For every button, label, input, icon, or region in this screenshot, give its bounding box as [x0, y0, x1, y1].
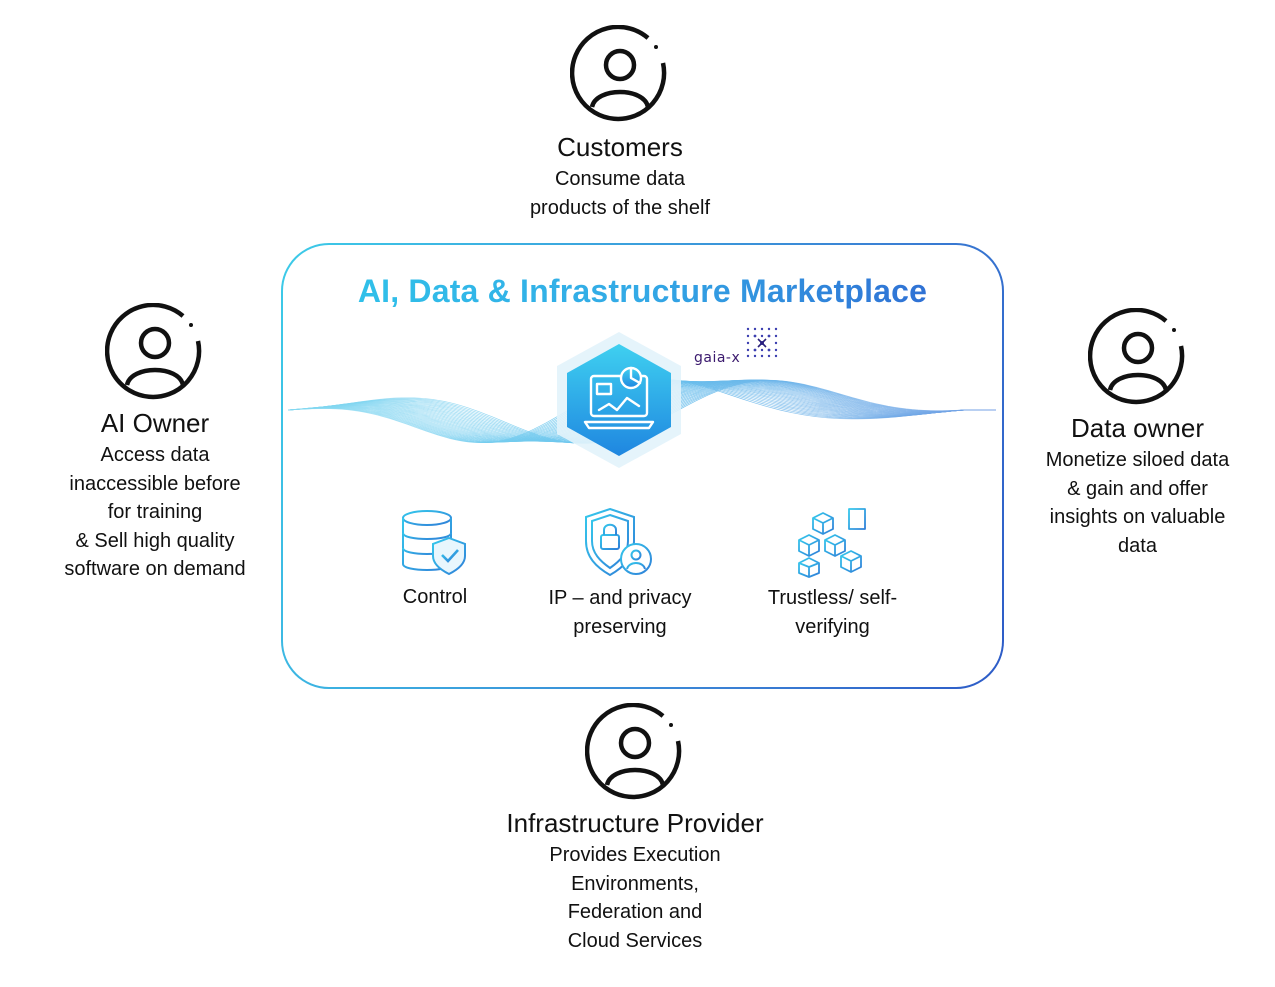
feature-trustless: Trustless/ self- verifying	[740, 505, 925, 642]
marketplace-box: AI, Data & Infrastructure Marketplace	[281, 243, 1004, 689]
database-shield-icon	[402, 510, 466, 576]
actor-title: Infrastructure Provider	[506, 808, 764, 838]
feature-label: IP – and privacy preserving	[548, 587, 692, 638]
actor-description: Provides Execution Environments, Federat…	[549, 844, 721, 952]
shield-lock-user-icon	[585, 507, 652, 577]
gaia-x-logo-icon	[746, 327, 778, 358]
feature-label: Control	[402, 586, 468, 608]
marketplace-hexagon-icon	[557, 332, 681, 468]
actor-infrastructure-provider: Infrastructure Provider Provides Executi…	[470, 703, 800, 955]
actor-title: Customers	[557, 132, 683, 162]
blocks-document-icon	[797, 508, 866, 578]
person-icon	[1087, 308, 1184, 405]
person-icon	[105, 303, 202, 400]
feature-label: Trustless/ self- verifying	[767, 587, 898, 638]
actor-description: Consume data products of the shelf	[529, 168, 711, 219]
gaia-x-logo-text: gaia-x	[694, 350, 741, 366]
actor-data-owner: Data owner Monetize siloed data & gain a…	[1020, 308, 1255, 560]
actor-title: Data owner	[1071, 413, 1204, 443]
feature-control: Control	[380, 508, 490, 612]
marketplace-title: AI, Data & Infrastructure Marketplace	[283, 273, 1002, 310]
actor-description: Access data inaccessible before for trai…	[64, 444, 246, 580]
feature-ip-privacy: IP – and privacy preserving	[530, 505, 710, 642]
actor-ai-owner: AI Owner Access data inaccessible before…	[30, 303, 280, 584]
actor-customers: Customers Consume data products of the s…	[470, 25, 770, 222]
actor-title: AI Owner	[100, 408, 210, 438]
actor-description: Monetize siloed data & gain and offer in…	[1045, 449, 1230, 557]
person-icon	[585, 703, 682, 800]
person-icon	[570, 25, 667, 122]
